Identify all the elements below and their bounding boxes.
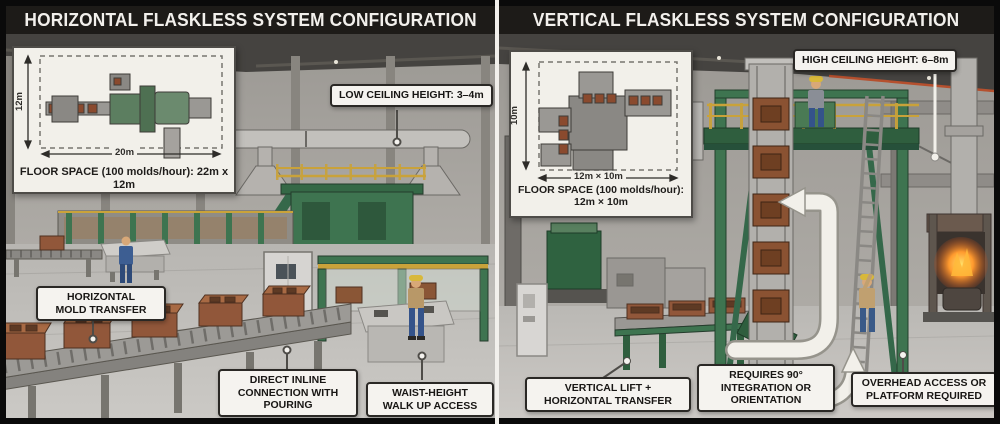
right-floorspace-inset: 10m 12m × 10m FLOOR SPACE (100 molds/hou… (509, 50, 693, 218)
right-height-dimension: 10m (509, 105, 521, 126)
right-plan-schematic (522, 61, 679, 182)
left-title: HORIZONTAL FLASKLESS SYSTEM CONFIGURATIO… (24, 9, 477, 30)
vertical-system-panel: VERTICAL FLASKLESS SYSTEM CONFIGURATION (499, 6, 994, 418)
worker-blue (119, 236, 133, 283)
callout-waist-height-access: WAIST-HEIGHT WALK UP ACCESS (366, 382, 494, 418)
right-floorspace-caption: FLOOR SPACE (100 molds/hour): 12m × 10m (517, 184, 685, 209)
panel-divider (495, 0, 499, 424)
molding-machine (317, 255, 489, 342)
machine-console (357, 300, 455, 363)
furnace (923, 57, 994, 322)
access-ladder (847, 95, 885, 397)
left-width-dimension: 20m (112, 147, 138, 158)
callout-90-integration: REQUIRES 90° INTEGRATION OR ORIENTATION (697, 364, 835, 412)
ladder-worker (859, 273, 875, 332)
callout-direct-inline-pouring: DIRECT INLINE CONNECTION WITH POURING (218, 369, 358, 417)
right-width-dimension: 12m × 10m (571, 171, 626, 182)
sand-hopper-machine (539, 222, 609, 303)
right-title: VERTICAL FLASKLESS SYSTEM CONFIGURATION (533, 9, 960, 30)
callout-low-ceiling: LOW CEILING HEIGHT: 3–4m (330, 84, 493, 107)
electrical-cabinet (516, 283, 548, 357)
gray-machines (606, 257, 706, 309)
platform-worker (808, 76, 824, 127)
left-title-bar: HORIZONTAL FLASKLESS SYSTEM CONFIGURATIO… (6, 6, 495, 34)
horizontal-system-panel: HORIZONTAL FLASKLESS SYSTEM CONFIGURATIO… (6, 6, 495, 418)
worker-hardhat (408, 275, 425, 340)
callout-vertical-lift: VERTICAL LIFT + HORIZONTAL TRANSFER (525, 377, 691, 413)
left-floorspace-caption: FLOOR SPACE (100 molds/hour): 22m x 12m (19, 166, 229, 191)
vertical-factory-illustration (499, 34, 994, 418)
leader-lines (602, 74, 940, 379)
left-height-dimension: 12m (14, 91, 26, 112)
right-title-bar: VERTICAL FLASKLESS SYSTEM CONFIGURATION (499, 6, 994, 34)
furnace-glow-icon (934, 237, 988, 291)
side-roller-table (6, 235, 103, 277)
callout-overhead-access: OVERHEAD ACCESS OR PLATFORM REQUIRED (851, 372, 994, 408)
callout-horizontal-mold-transfer: HORIZONTAL MOLD TRANSFER (36, 286, 166, 322)
left-floorspace-inset: 12m 20m FLOOR SPACE (100 molds/hour): 22… (12, 46, 236, 194)
leader-lines (88, 110, 427, 380)
callout-high-ceiling: HIGH CEILING HEIGHT: 6–8m (793, 49, 958, 72)
left-plan-schematic (24, 54, 223, 159)
roller-conveyor (6, 303, 352, 418)
